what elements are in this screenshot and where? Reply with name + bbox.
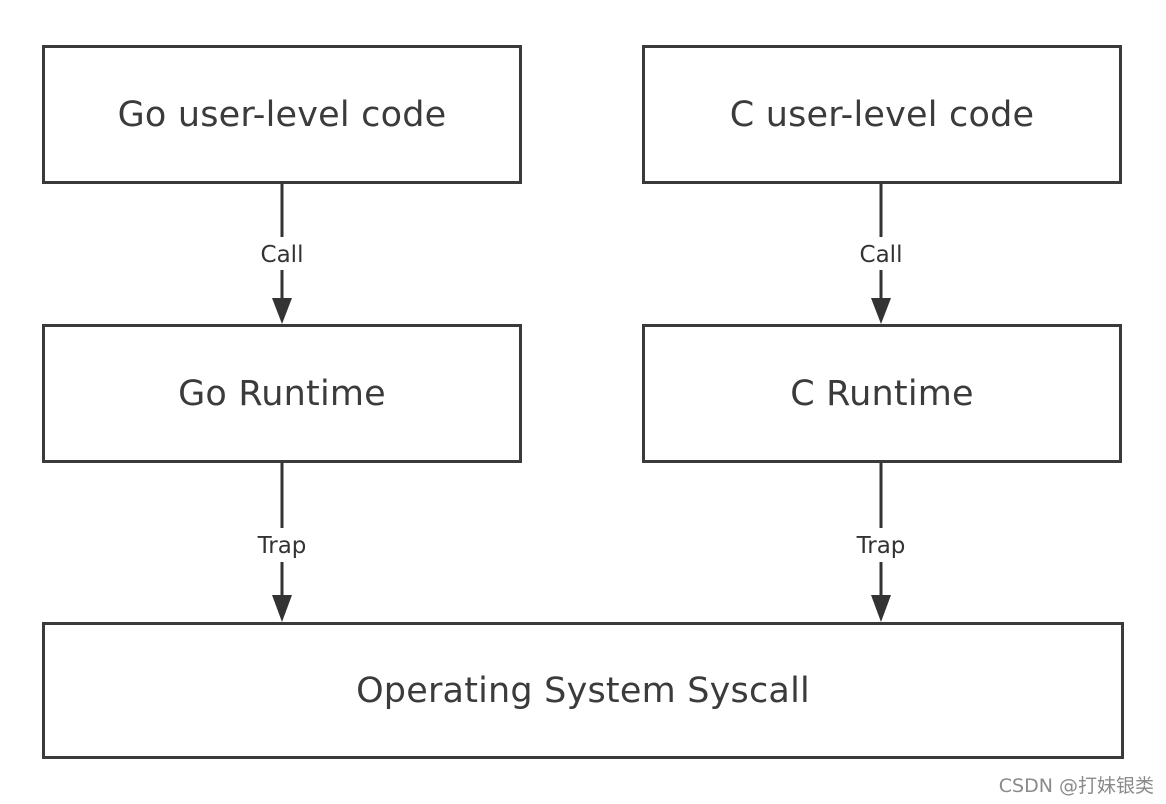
arrowhead-go-call (272, 298, 292, 324)
arrowhead-c-trap (871, 595, 891, 622)
arrowhead-go-trap (272, 595, 292, 622)
node-c-runtime: C Runtime (642, 324, 1122, 463)
node-label: C Runtime (790, 373, 974, 414)
edge-label-go-trap: Trap (257, 533, 307, 559)
node-label: Go user-level code (117, 94, 447, 135)
node-label: C user-level code (729, 94, 1035, 135)
node-os-syscall: Operating System Syscall (42, 622, 1124, 759)
node-label: Go Runtime (178, 373, 386, 414)
edge-go-call: Call (261, 184, 304, 324)
edge-label-c-trap: Trap (856, 533, 906, 559)
edge-c-call: Call (860, 184, 903, 324)
node-label: Operating System Syscall (356, 670, 810, 711)
node-go-runtime: Go Runtime (42, 324, 522, 463)
edge-go-trap: Trap (257, 463, 307, 622)
arrowhead-c-call (871, 298, 891, 324)
edge-label-c-call: Call (860, 242, 903, 268)
watermark: CSDN @打妹银类 (998, 775, 1154, 797)
node-go-user-code: Go user-level code (42, 45, 522, 184)
edge-label-go-call: Call (261, 242, 304, 268)
edge-c-trap: Trap (856, 463, 906, 622)
node-c-user-code: C user-level code (642, 45, 1122, 184)
